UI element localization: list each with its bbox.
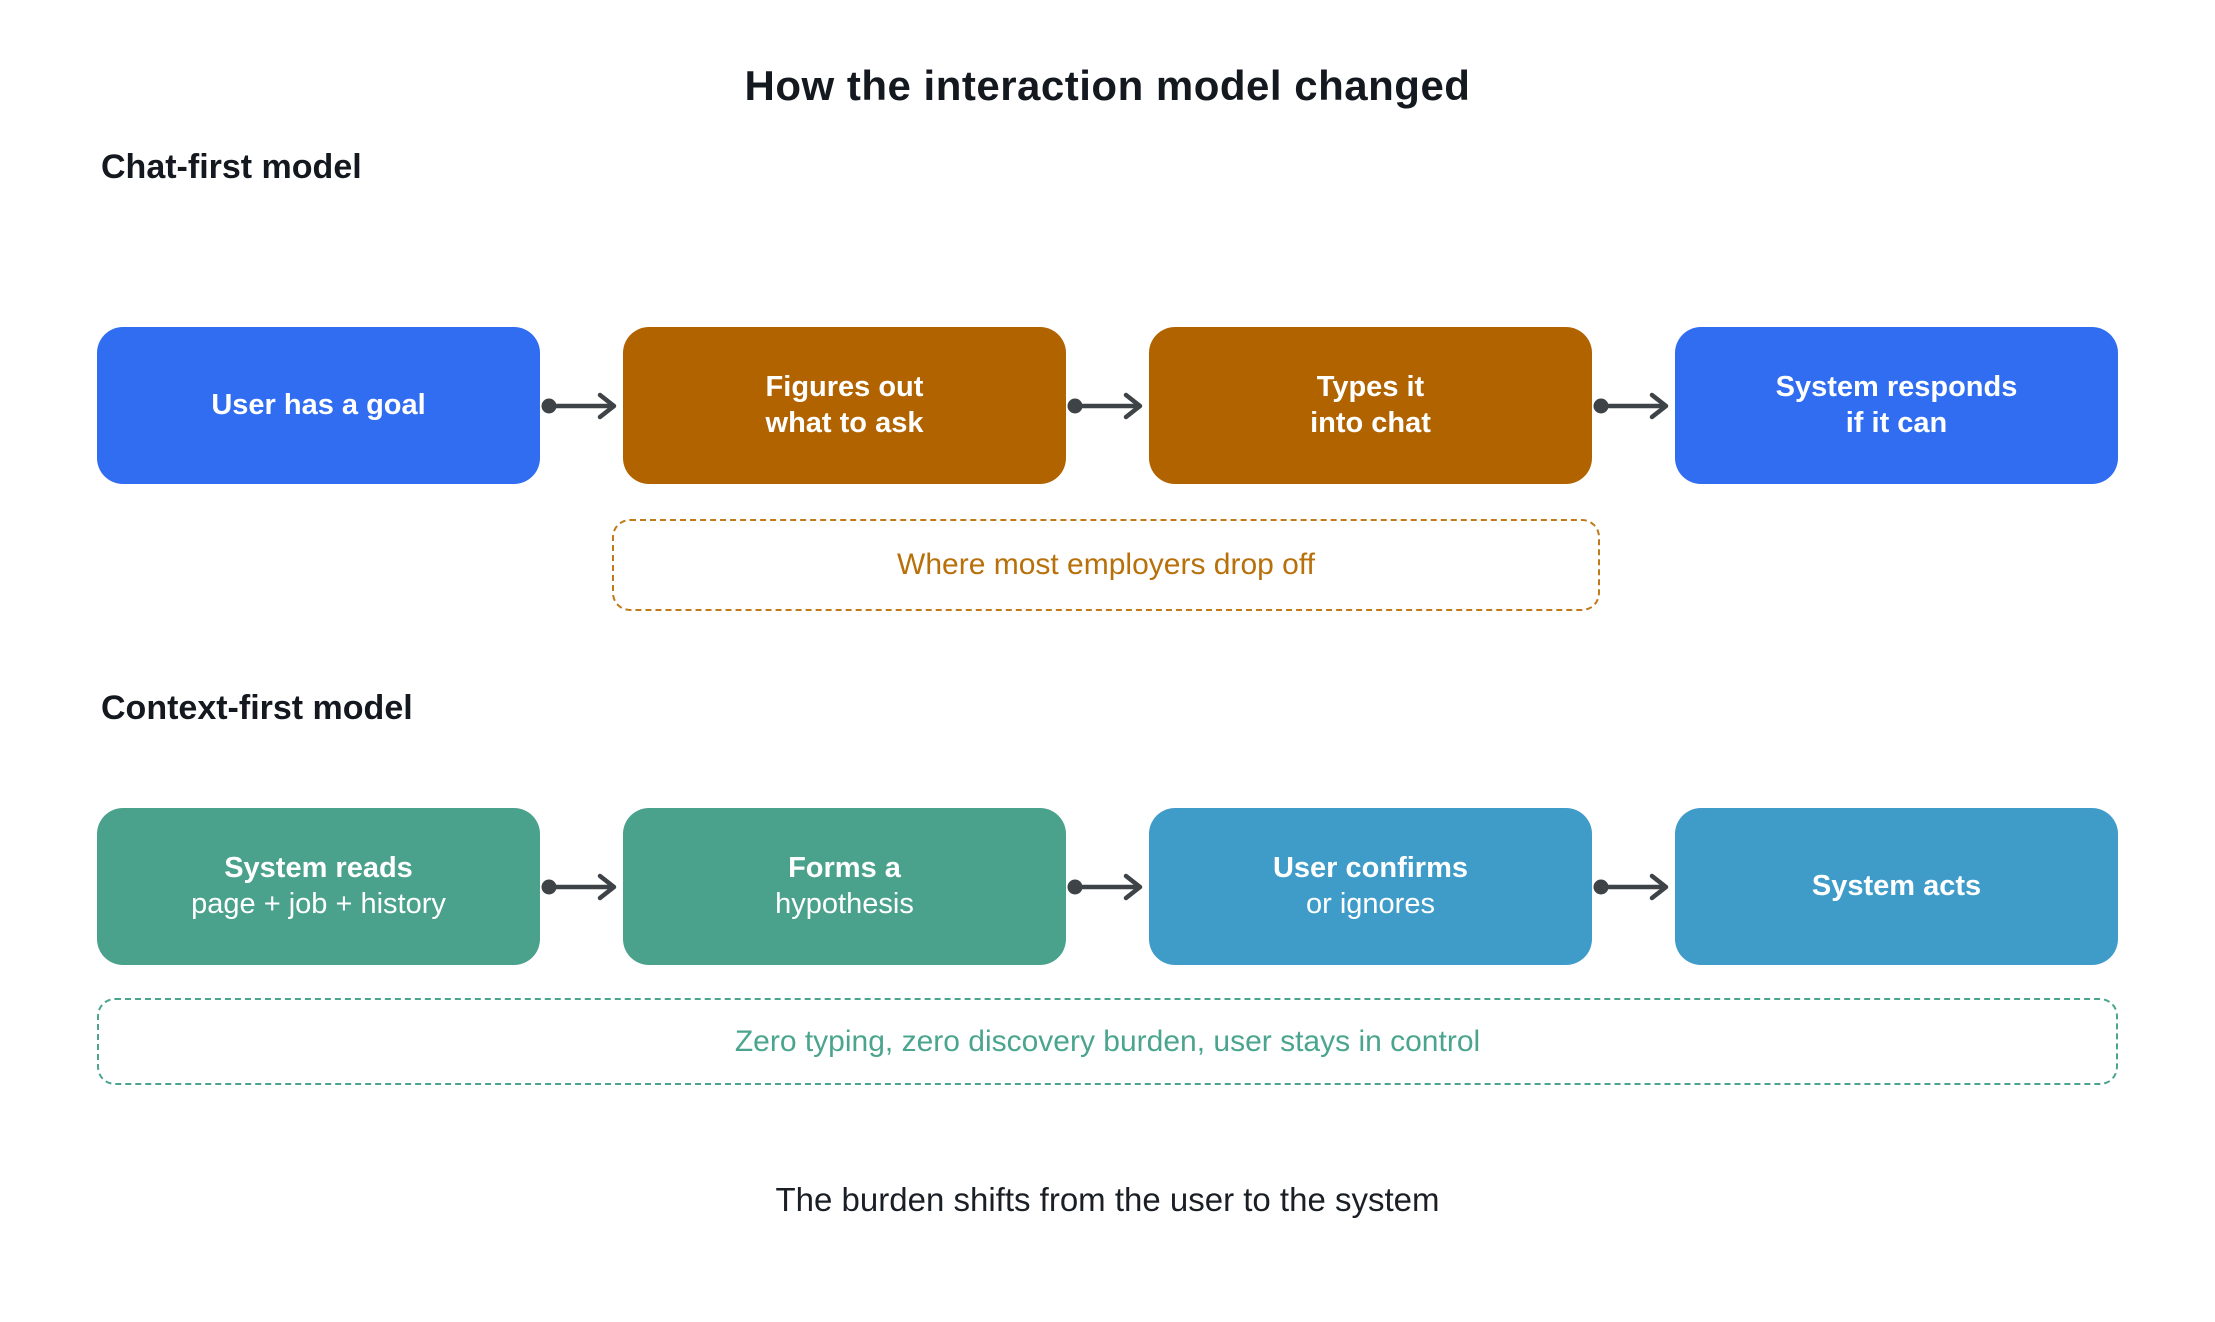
flow-arrow-icon	[540, 390, 623, 422]
flow-box-user-has-a-goal: User has a goal	[97, 327, 540, 484]
flow-box-label: User confirms	[1272, 852, 1468, 885]
chat-first-flow-row: User has a goal Figures out what to ask	[97, 327, 2118, 484]
flow-box-label: Forms a	[788, 852, 901, 885]
flow-arrow-icon	[1592, 390, 1675, 422]
flow-box-forms-a-hypothesis: Forms a hypothesis	[623, 808, 1066, 965]
context-first-heading: Context-first model	[101, 689, 413, 727]
chat-first-callout: Where most employers drop off	[612, 519, 1600, 611]
flow-box-label: System acts	[1811, 869, 1982, 902]
flow-box-sublabel: page + job + history	[191, 887, 446, 920]
flow-box-label: User has a goal	[211, 388, 426, 421]
flow-arrow-icon	[540, 871, 623, 903]
chat-first-callout-text: Where most employers drop off	[897, 548, 1315, 581]
flow-box-system-acts: System acts	[1675, 808, 2118, 965]
flow-arrow-icon	[1592, 871, 1675, 903]
context-first-section: Context-first model System reads page + …	[97, 689, 2118, 1085]
context-first-flow-row: System reads page + job + history Forms …	[97, 808, 2118, 965]
flow-box-system-responds-if-it-can: System responds if it can	[1675, 327, 2118, 484]
diagram-title: How the interaction model changed	[744, 62, 1471, 109]
flow-box-label: what to ask	[765, 406, 924, 439]
flow-box-figures-out-what-to-ask: Figures out what to ask	[623, 327, 1066, 484]
flow-box-label: Types it	[1316, 371, 1425, 404]
flow-box-sublabel: hypothesis	[775, 887, 914, 920]
context-first-callout: Zero typing, zero discovery burden, user…	[97, 998, 2118, 1085]
chat-first-section: Chat-first model User has a goal Figures…	[97, 148, 2118, 611]
flow-box-label: if it can	[1845, 406, 1948, 439]
flow-box-user-confirms-or-ignores: User confirms or ignores	[1149, 808, 1592, 965]
flow-box-label: System responds	[1775, 371, 2018, 404]
flow-box-system-reads: System reads page + job + history	[97, 808, 540, 965]
chat-first-heading: Chat-first model	[101, 148, 362, 186]
context-first-callout-text: Zero typing, zero discovery burden, user…	[734, 1024, 1481, 1058]
flow-box-sublabel: or ignores	[1306, 887, 1435, 920]
flow-arrow-icon	[1066, 871, 1149, 903]
flow-box-types-it-into-chat: Types it into chat	[1149, 327, 1592, 484]
flow-box-label: Figures out	[765, 371, 924, 404]
footer-caption: The burden shifts from the user to the s…	[775, 1181, 1440, 1218]
flow-box-label: into chat	[1310, 406, 1431, 439]
flow-box-label: System reads	[224, 852, 413, 885]
flow-arrow-icon	[1066, 390, 1149, 422]
